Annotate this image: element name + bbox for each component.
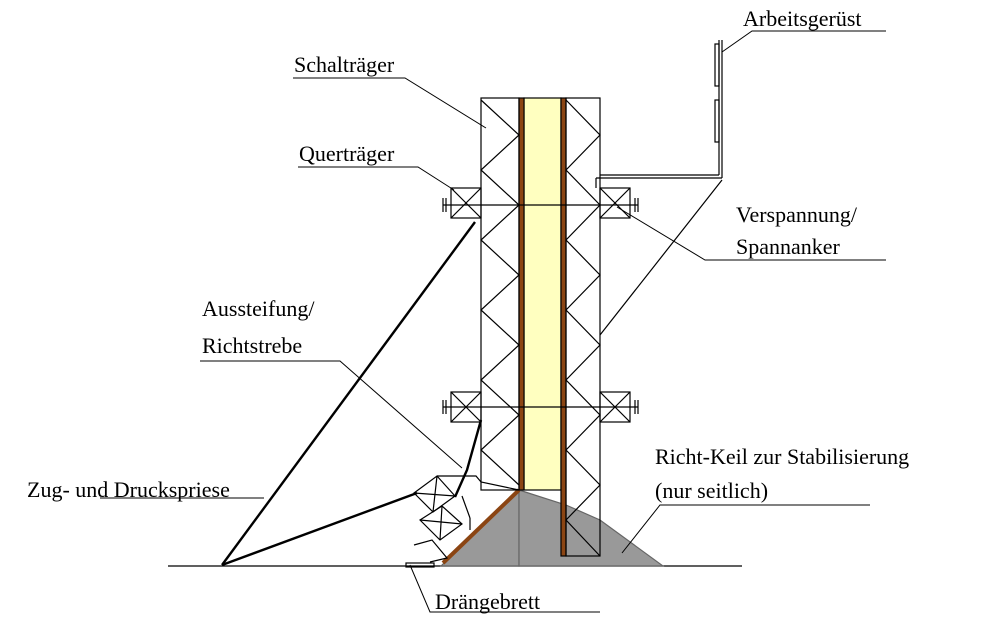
scaffold [595,40,723,188]
formwork-board-bottom-left [441,488,521,565]
label-richtkeil-line2: (nur seitlich) [655,478,769,503]
draengebrett-plate [405,562,435,568]
formwork-board-right [560,97,567,557]
tie-rod-ends [442,198,639,414]
label-aussteifung-line2: Richtstrebe [202,333,303,358]
schaltraeger-left-lattice [480,99,520,486]
leader-verspannung [616,206,886,261]
leader-draengebrett [409,564,600,613]
push-pull-prop-lower [221,491,418,567]
label-aussteifung-line1: Aussteifung/ [202,296,315,321]
leader-lines [100,30,886,613]
label-draengebrett: Drängebrett [435,589,541,614]
label-verspannung-line1: Verspannung/ [736,202,857,227]
quertraeger-box-upper-right [599,187,631,219]
formwork-board-left [518,97,525,491]
leader-aussteifung [200,360,463,469]
concrete-wall [523,97,562,491]
leader-richtkeil [621,504,870,554]
push-pull-prop [221,221,476,566]
leader-arbeitsgeruest [721,30,886,53]
label-arbeitsgeruest: Arbeitsgerüst [743,6,862,31]
label-schaltraeger: Schalträger [294,52,395,77]
bottom-bracket [413,475,520,563]
leader-quertraeger [298,166,455,191]
scaffold-brace [599,179,723,336]
richtstrebe [453,419,483,498]
quertraeger-box-upper-left [450,187,482,219]
label-quertraeger: Querträger [299,141,395,166]
label-richtkeil-line1: Richt-Keil zur Stabilisierung [655,444,910,469]
schaltraeger-right [565,97,601,557]
schaltraeger-left [480,97,520,491]
schaltraeger-right-lattice [565,99,601,557]
label-zug-druck: Zug- und Druckspriese [27,477,230,502]
label-verspannung-line2: Spannanker [736,234,840,259]
leader-schaltraeger [293,77,487,129]
